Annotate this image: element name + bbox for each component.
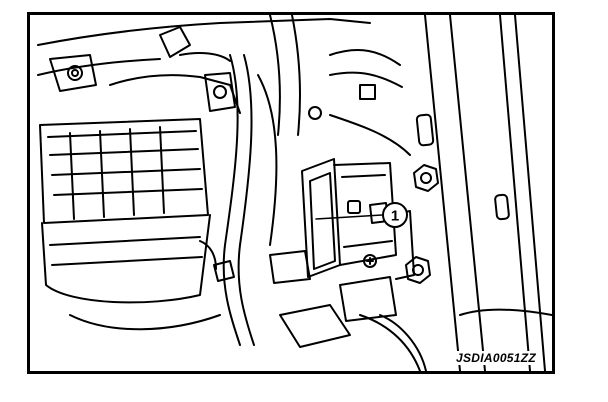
callout-leader-line (315, 214, 383, 220)
pillar-panel (415, 15, 546, 371)
callout-1-number: 1 (391, 208, 399, 225)
floor-lines (359, 308, 552, 371)
callout-1: 1 (382, 202, 408, 228)
diagram-frame: 1 JSDIA0051ZZ (27, 12, 555, 374)
dash-structure (37, 15, 411, 156)
control-unit (301, 158, 415, 322)
wiring-harness (199, 54, 351, 348)
figure-code: JSDIA0051ZZ (454, 351, 538, 365)
component-illustration: 1 (37, 15, 552, 371)
heater-unit (39, 118, 221, 331)
mounting-bolt-upper (413, 164, 439, 192)
mounting-bolt-lower (405, 256, 431, 284)
